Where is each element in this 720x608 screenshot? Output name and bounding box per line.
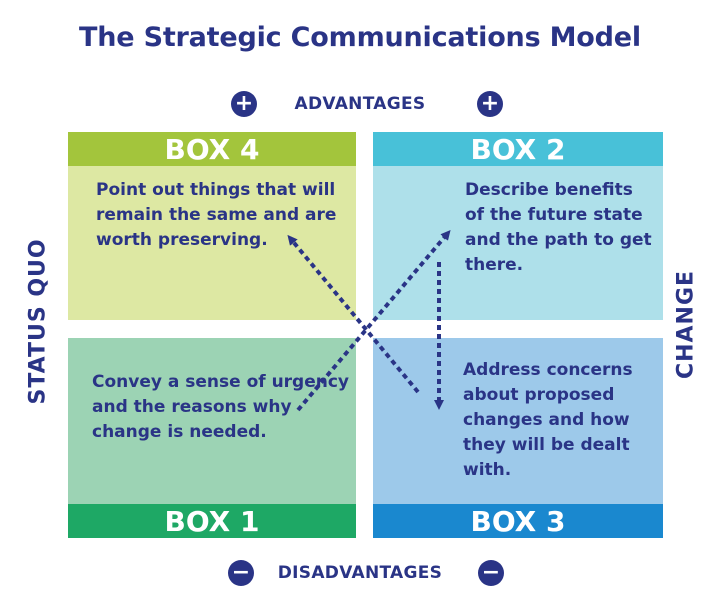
box-4-header: BOX 4 (68, 132, 356, 166)
box-4-text: Point out things that will remain the sa… (96, 180, 337, 250)
box-1-header: BOX 1 (68, 504, 356, 538)
box-2-text: Describe benefits of the future state an… (465, 180, 652, 275)
axis-label-advantages: ADVANTAGES (294, 94, 426, 114)
plus-icon: + (477, 91, 503, 117)
plus-icon: + (231, 91, 257, 117)
diagram-title: The Strategic Communications Model (79, 22, 641, 53)
minus-icon: − (478, 560, 504, 586)
arrow-box3-to-box4 (287, 234, 420, 394)
box-3-text: Address concerns about proposed changes … (463, 360, 633, 480)
box-1: Convey a sense of urgency and the reason… (68, 338, 356, 538)
box-4: BOX 4 Point out things that will remain … (68, 132, 356, 320)
axis-label-disadvantages: DISADVANTAGES (277, 563, 443, 583)
box-3-header: BOX 3 (373, 504, 663, 538)
box-2: BOX 2 Describe benefits of the future st… (373, 132, 663, 320)
box-3: Address concerns about proposed changes … (373, 338, 663, 538)
minus-icon: − (228, 560, 254, 586)
box-2-header: BOX 2 (373, 132, 663, 166)
arrow-box1-to-box2 (296, 229, 451, 412)
box-1-text: Convey a sense of urgency and the reason… (92, 372, 350, 442)
